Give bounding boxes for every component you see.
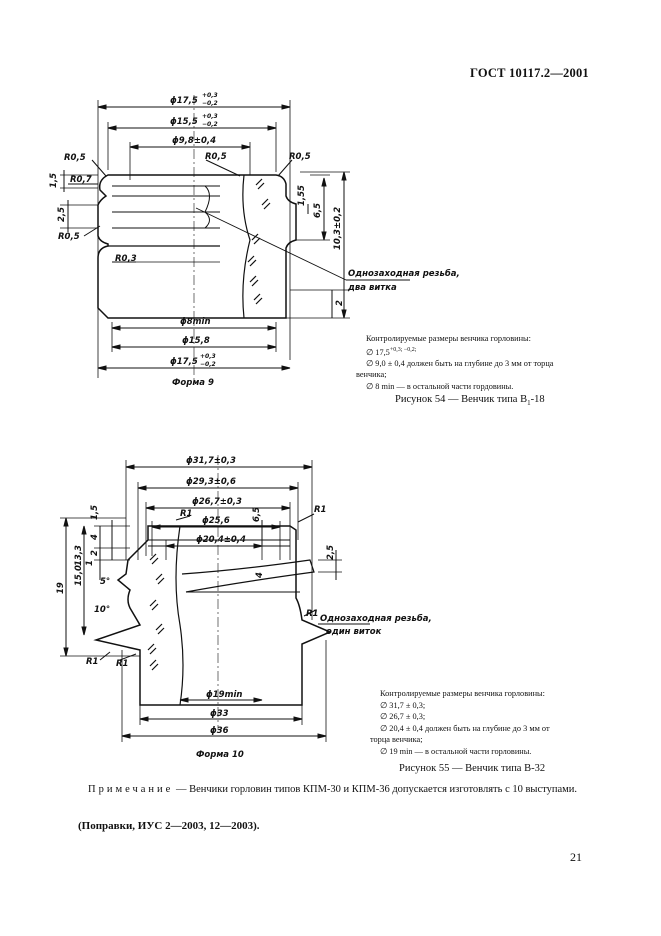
fig55-angle-1: 5° xyxy=(100,577,110,587)
fig55-height-7: 4 xyxy=(255,572,265,579)
fig55-notes-line2: ∅ 26,7 ± 0,3; xyxy=(380,712,426,721)
remark-prefix: Примечание xyxy=(88,784,174,795)
fig55-form-label: Форма 10 xyxy=(196,750,244,760)
fig55-radius-3: R1 xyxy=(306,609,318,619)
fig55-thread-label-2: один виток xyxy=(326,627,382,637)
fig55-vert-1: 19 xyxy=(56,582,66,594)
fig54-height-2: 2,5 xyxy=(57,207,67,222)
fig54-height-1: 1,5 xyxy=(49,173,59,188)
fig54-radius-4: R0,7 xyxy=(70,175,92,185)
fig54-radius-3: R0,5 xyxy=(289,152,311,162)
fig55-radius-5: R1 xyxy=(116,659,128,669)
fig55-dim-bottom-3: ϕ36 xyxy=(210,726,229,736)
fig54-notes-line3: ∅ 8 min — в остальной части гордовины. xyxy=(366,381,514,391)
fig55-height-2: 4 xyxy=(90,534,100,541)
fig54-notes-title: Контролируемые размеры венчика горловины… xyxy=(366,334,531,343)
amendments: (Поправки, ИУС 2—2003, 12—2003). xyxy=(78,820,260,832)
fig54-thread-label-2: два витка xyxy=(347,283,397,293)
fig55-notes-line3b: торца венчика; xyxy=(370,735,423,744)
fig55-radius-1: R1 xyxy=(180,509,192,519)
remark-paragraph: Примечание — Венчики горловин типов КПМ-… xyxy=(78,783,583,796)
fig55-height-5: 6,5 xyxy=(252,507,262,522)
standard-header: ГОСТ 10117.2—2001 xyxy=(470,66,589,80)
fig54-radius-5: R0,5 xyxy=(58,232,80,242)
fig55-dim-d3: ϕ26,7±0,3 xyxy=(192,497,242,507)
fig54-dim-bottom-3-tol-down: −0,2 xyxy=(200,361,216,368)
fig54-radius-1: R0,5 xyxy=(64,153,86,163)
fig54-form-label: Форма 9 xyxy=(172,378,214,388)
fig55-dim-bottom-1: ϕ19min xyxy=(206,690,242,700)
fig54-dim-bottom-3-tol-up: +0,3 xyxy=(200,353,216,360)
fig55-dim-d2: ϕ29,3±0,6 xyxy=(186,477,236,487)
remark-text: — Венчики горловин типов КПМ-30 и КПМ-36… xyxy=(173,784,578,795)
fig54-height-5: 10,3±0,2 xyxy=(333,207,343,250)
fig54-dim-d3: ϕ9,8±0,4 xyxy=(172,136,216,146)
fig55-dim-bottom-2: ϕ33 xyxy=(210,709,229,719)
fig55-notes: Контролируемые размеры венчика горловины… xyxy=(370,688,592,757)
fig55-angle-2: 10° xyxy=(94,605,110,615)
fig55-notes-line1: ∅ 31,7 ± 0,3; xyxy=(380,700,426,710)
fig55-notes-line4: ∅ 19 min — в остальной части горловины. xyxy=(380,746,532,756)
fig55-thread-label-1: Однозаходная резьба, xyxy=(320,613,432,624)
fig54-dim-d2-tol-down: −0,2 xyxy=(202,121,218,128)
fig55-radius-4: R1 xyxy=(86,657,98,667)
fig54-caption: Рисунок 54 — Венчик типа В1-18 xyxy=(395,394,545,408)
fig54-notes-line2b: венчика; xyxy=(356,370,387,380)
fig54-notes: Контролируемые размеры венчика горловины… xyxy=(356,333,591,392)
fig54-dim-bottom-1: ϕ8min xyxy=(180,317,211,327)
fig54-dim-d2: ϕ15,5 xyxy=(170,117,198,127)
fig55-height-1: 1,5 xyxy=(90,505,100,520)
page-number: 21 xyxy=(570,850,582,864)
fig55-height-4: 1 xyxy=(85,560,95,566)
fig54-dim-d1-tol-up: +0,3 xyxy=(202,92,218,99)
fig54-height-4: 6,5 xyxy=(313,203,323,218)
fig54-dim-bottom-2: ϕ15,8 xyxy=(182,336,210,346)
fig55-notes-title: Контролируемые размеры венчика горловины… xyxy=(380,689,545,698)
fig54-dim-d1-tol-down: −0,2 xyxy=(202,100,218,107)
fig55-radius-2: R1 xyxy=(314,505,326,515)
fig54-thread-label-1: Однозаходная резьба, xyxy=(348,268,460,279)
fig55-notes-line3: ∅ 20,4 ± 0,4 должен быть на глубине до 3… xyxy=(380,723,550,733)
fig54-notes-line2: ∅ 9,0 ± 0,4 должен быть на глубине до 3 … xyxy=(366,358,554,368)
fig55-vert-3: 13,3 xyxy=(74,545,84,566)
fig54-dim-bottom-3: ϕ17,5 xyxy=(170,357,198,367)
fig55-dim-d4: ϕ25,6 xyxy=(202,516,230,526)
fig54-radius-2: R0,5 xyxy=(205,152,227,162)
fig55-caption: Рисунок 55 — Венчик типа В-32 xyxy=(399,763,546,774)
fig55-height-6: 2,5 xyxy=(326,545,336,560)
fig55-dim-d5: ϕ20,4±0,4 xyxy=(196,535,246,545)
fig54-notes-line1: ∅ 17,5+0,3; −0,2; xyxy=(366,346,417,357)
fig54-dim-d2-tol-up: +0,3 xyxy=(202,113,218,120)
fig55-height-3: 2 xyxy=(90,550,100,556)
fig55-dim-d1: ϕ31,7±0,3 xyxy=(186,456,236,466)
fig54-radius-6: R0,3 xyxy=(115,254,137,264)
fig54-dim-d1: ϕ17,5 xyxy=(170,96,198,106)
fig55-vert-2: 15,0 xyxy=(74,565,84,586)
fig54-height-6: 2 xyxy=(335,300,345,306)
fig54-height-3: 1,55 xyxy=(297,185,307,206)
